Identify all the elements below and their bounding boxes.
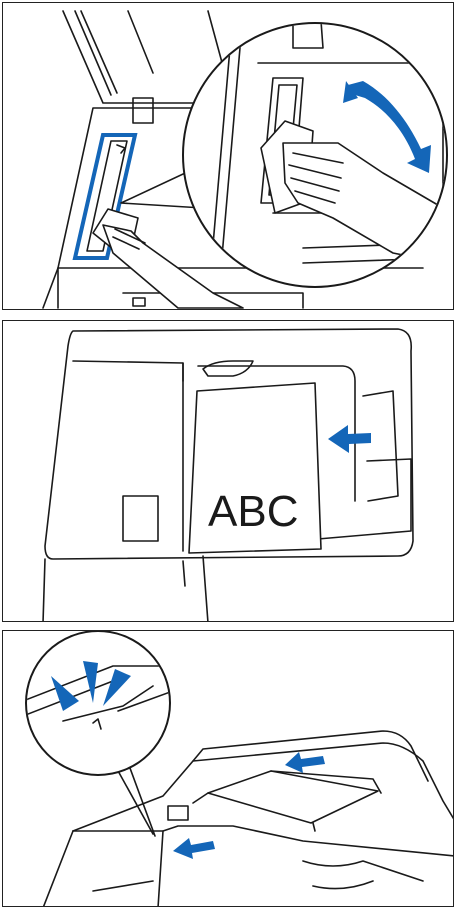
clean-glass-illustration: [3, 3, 454, 310]
magnified-view: [183, 13, 447, 303]
document-on-feeder: [193, 771, 381, 831]
feeder-indicator-illustration: [3, 631, 454, 907]
document-text: ABC: [208, 487, 298, 536]
magnified-indicator-view: [23, 631, 178, 775]
step-panel-load-document: ABC: [2, 320, 454, 622]
step-panel-clean-glass: [2, 2, 454, 310]
load-document-illustration: ABC: [3, 321, 454, 622]
step-panel-feeder-indicator: [2, 630, 454, 907]
insert-direction-arrow-icon: [328, 425, 371, 453]
document-sheet: ABC: [189, 383, 321, 553]
